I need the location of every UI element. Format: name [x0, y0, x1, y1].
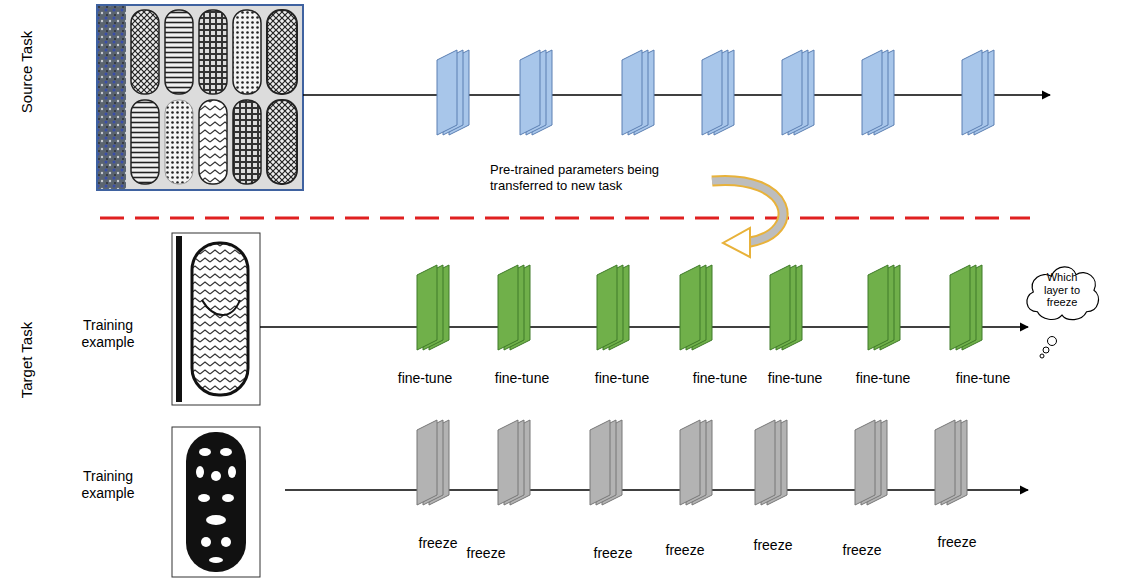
layer-label: fine-tune	[768, 370, 822, 387]
layer-label: freeze	[419, 535, 458, 552]
flow-line	[285, 489, 1028, 490]
cloud-label: Which layer to freeze	[1036, 271, 1088, 309]
flow-line	[303, 94, 1050, 95]
source-layers	[437, 50, 994, 135]
layer-label: freeze	[666, 542, 705, 559]
layer-label: fine-tune	[398, 370, 452, 387]
target-image-1	[172, 233, 260, 405]
row-title: Target Task	[18, 322, 36, 398]
fine-tune-layers	[417, 265, 982, 350]
layer-label: Training example	[72, 468, 144, 502]
layer-label: freeze	[843, 542, 882, 559]
layer-label: freeze	[938, 534, 977, 551]
transfer-arrow	[712, 180, 783, 257]
separator-line	[100, 217, 1030, 220]
layer-label: fine-tune	[595, 370, 649, 387]
layer-label: Training example	[72, 317, 144, 351]
source-image	[97, 5, 303, 190]
layer-label: fine-tune	[856, 370, 910, 387]
target-image-2	[172, 427, 260, 577]
layer-label: freeze	[594, 545, 633, 562]
layer-label: fine-tune	[956, 370, 1010, 387]
flow-line	[260, 326, 1028, 327]
layer-label: freeze	[467, 545, 506, 562]
thought-bubbles	[1040, 337, 1057, 359]
thought-cloud: Which layer to freeze	[1021, 259, 1103, 325]
frozen-layers	[417, 420, 967, 505]
cloud-text: Which layer to freeze	[1021, 259, 1103, 309]
layer-label: fine-tune	[693, 370, 747, 387]
layer-label: Pre-trained parameters being transferred…	[490, 162, 705, 193]
row-title: Source Task	[18, 31, 36, 113]
layer-label: fine-tune	[495, 370, 549, 387]
layer-label: freeze	[754, 537, 793, 554]
